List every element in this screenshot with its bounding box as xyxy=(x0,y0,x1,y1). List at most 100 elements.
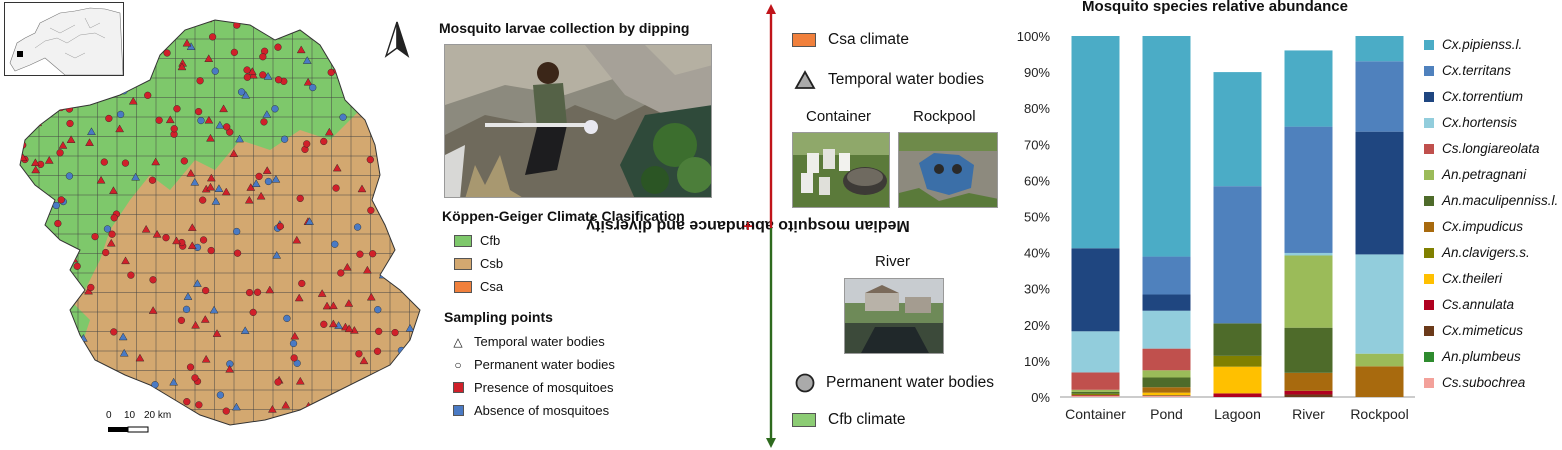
sampling-point xyxy=(296,45,306,54)
bar-segment xyxy=(1355,61,1404,132)
bar-segment xyxy=(1071,248,1120,332)
legend-entry: Cx.mimeticus xyxy=(1424,323,1523,338)
sampling-point xyxy=(328,21,336,29)
sampling-point xyxy=(346,411,356,419)
legend-entry: Cx.impudicus xyxy=(1424,219,1523,234)
sampling-point xyxy=(216,391,224,399)
scale-label-0: 0 xyxy=(106,410,112,421)
sampling-point xyxy=(366,292,376,301)
sampling-point xyxy=(121,159,130,167)
legend-csa: Csa xyxy=(454,279,503,294)
sampling-point xyxy=(253,288,262,296)
sampling-point xyxy=(279,12,287,19)
sampling-point xyxy=(47,323,56,331)
sampling-point xyxy=(391,328,399,337)
y-tick-label: 10% xyxy=(1024,354,1050,369)
sampling-point xyxy=(183,398,191,406)
sampling-point xyxy=(363,65,371,73)
sampling-point xyxy=(404,284,414,292)
sampling-point xyxy=(206,133,215,142)
sampling-point xyxy=(343,86,351,94)
container-photo xyxy=(792,132,890,208)
bar-segment xyxy=(1071,389,1120,392)
sampling-point xyxy=(332,163,342,172)
sampling-point xyxy=(398,77,407,85)
bar-segment xyxy=(1142,256,1191,295)
sampling-point xyxy=(293,20,301,25)
legend-swatch xyxy=(1424,169,1434,180)
sampling-point xyxy=(106,382,115,390)
river-photo xyxy=(844,278,944,354)
sampling-point xyxy=(72,374,80,383)
sampling-point xyxy=(201,354,211,363)
sampling-point xyxy=(37,267,46,275)
europe-inset-map xyxy=(4,2,124,76)
x-tick-label: River xyxy=(1292,406,1325,422)
sampling-point xyxy=(373,347,382,355)
sampling-point xyxy=(121,256,130,265)
cfb-climate-swatch xyxy=(792,413,816,427)
sampling-point xyxy=(83,83,92,91)
sampling-point xyxy=(172,236,181,245)
sampling-point xyxy=(66,119,74,128)
legend-entry: An.maculipenniss.l. xyxy=(1424,193,1558,208)
sampling-point xyxy=(203,20,213,23)
sampling-point xyxy=(152,229,162,238)
permanent-bodies-label: Permanent water bodies xyxy=(794,372,994,394)
sampling-point xyxy=(337,269,345,277)
sampling-point xyxy=(106,238,116,247)
sampling-point xyxy=(191,374,199,382)
sampling-point xyxy=(61,344,69,352)
sampling-point xyxy=(206,182,215,191)
rockpool-photo-label: Rockpool xyxy=(913,108,976,125)
sampling-point xyxy=(187,223,197,231)
sampling-point xyxy=(186,169,196,177)
sampling-point xyxy=(283,314,291,322)
sampling-point xyxy=(39,103,48,112)
sampling-point xyxy=(85,370,94,378)
larvae-collection-photo xyxy=(444,44,712,198)
bar-segment xyxy=(1142,387,1191,393)
legend-label: An.plumbeus xyxy=(1442,349,1521,364)
sampling-point xyxy=(260,118,268,126)
legend-label: Cx.impudicus xyxy=(1442,219,1524,234)
sampling-point xyxy=(274,43,282,51)
bar-segment xyxy=(1071,395,1120,396)
sampling-point xyxy=(108,230,116,238)
sampling-point xyxy=(403,228,411,237)
bar-segment xyxy=(1071,372,1120,390)
sampling-point xyxy=(264,177,273,186)
bar-segment xyxy=(1142,294,1191,311)
species-abundance-chart: Mosquito species relative abundance 0%10… xyxy=(1010,0,1562,450)
sampling-point xyxy=(359,356,369,365)
sampling-point xyxy=(271,174,281,183)
y-tick-label: 70% xyxy=(1024,137,1050,152)
legend-label: Cx.mimeticus xyxy=(1442,323,1524,338)
csa-swatch xyxy=(454,280,472,293)
bar-segment xyxy=(1213,72,1262,187)
legend-swatch xyxy=(1424,65,1434,76)
sampling-point xyxy=(331,240,339,248)
sampling-point xyxy=(123,30,131,39)
stacked-bar-chart: 0%10%20%30%40%50%60%70%80%90%100%Contain… xyxy=(1017,29,1415,422)
sampling-point xyxy=(155,116,163,124)
north-arrow-icon xyxy=(382,20,412,60)
sampling-point xyxy=(272,250,282,259)
csa-climate-label: Csa climate xyxy=(792,31,909,49)
sampling-point xyxy=(85,138,94,146)
csb-label: Csb xyxy=(480,256,504,271)
temporal-bodies-text: Temporal water bodies xyxy=(828,71,984,88)
bar-segment xyxy=(1284,252,1333,256)
presence-label: Presence of mosquitoes xyxy=(474,380,614,395)
csa-climate-swatch xyxy=(792,33,816,47)
sampling-point xyxy=(170,125,178,133)
legend-swatch xyxy=(1424,221,1434,232)
rockpool-photo xyxy=(898,132,998,208)
sampling-point xyxy=(28,342,36,350)
sampling-point xyxy=(182,38,192,47)
sampling-point xyxy=(249,308,257,316)
sampling-point xyxy=(103,225,112,233)
sampling-point xyxy=(110,328,118,336)
sampling-point xyxy=(295,376,305,385)
sampling-point xyxy=(222,407,230,415)
